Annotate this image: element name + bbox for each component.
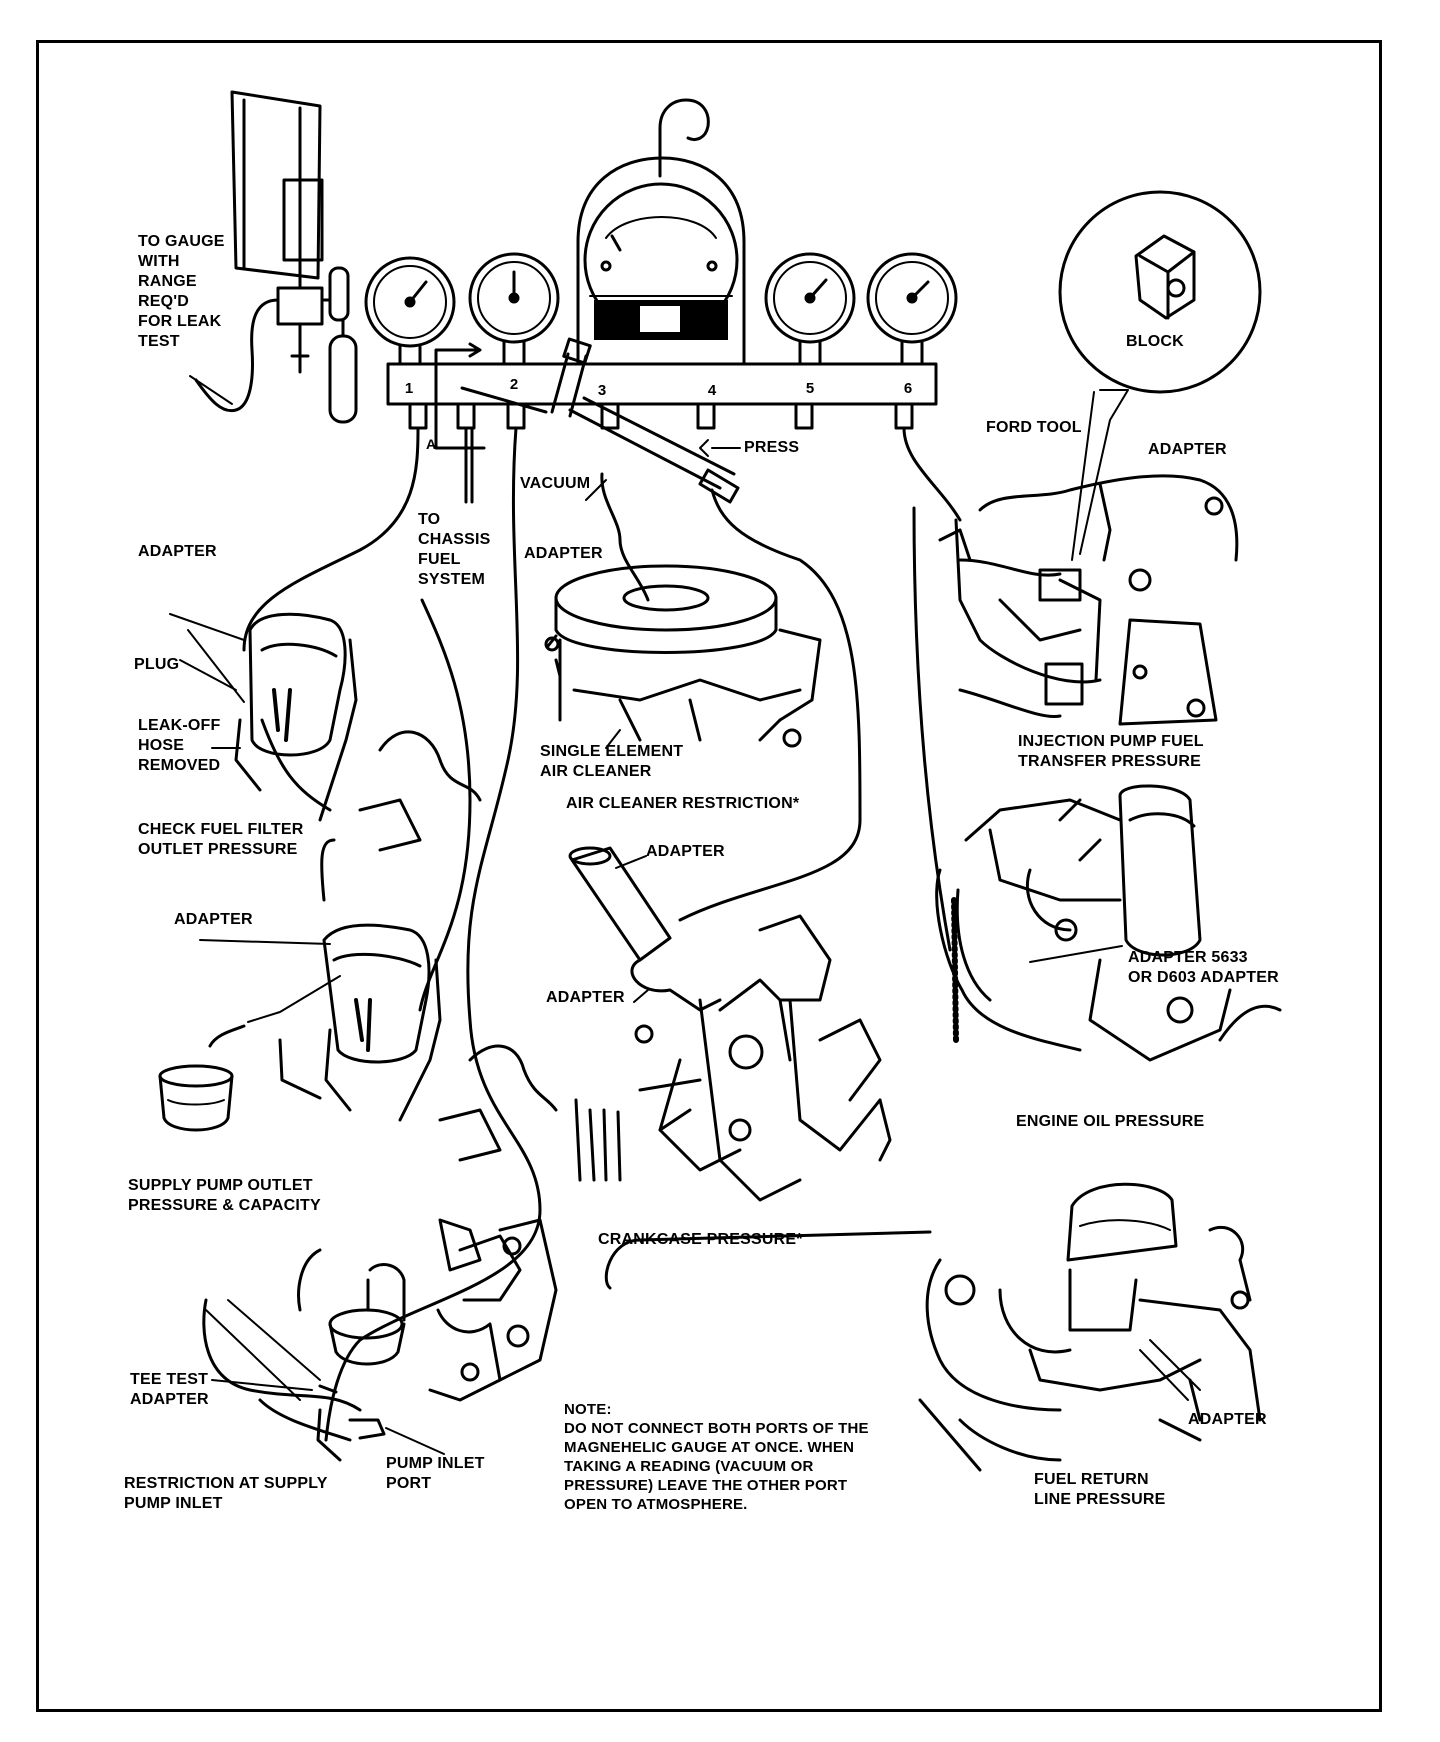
label-block: BLOCK [1126, 333, 1184, 350]
label-press: PRESS [744, 439, 800, 456]
label-tee-test: TEE TEST ADAPTER [130, 1371, 209, 1408]
port-5: 5 [806, 380, 814, 397]
supply-pump-outlet-illustration [158, 923, 558, 1162]
caption-restriction-supply: RESTRICTION AT SUPPLY PUMP INLET [124, 1475, 328, 1512]
label-adapter-crank-top: ADAPTER [646, 843, 725, 860]
label-vacuum: VACUUM [520, 475, 591, 492]
caption-injection-pump: INJECTION PUMP FUEL TRANSFER PRESSURE [1018, 733, 1204, 770]
label-adapter-air: ADAPTER [524, 545, 603, 562]
label-adapter-injection: ADAPTER [1148, 441, 1227, 458]
port-4: 4 [708, 382, 717, 399]
label-gauge-range: TO GAUGE WITH RANGE REQ'D FOR LEAK TEST [138, 233, 225, 350]
crankcase-illustration [568, 846, 892, 1202]
fuel-return-illustration [918, 1182, 1262, 1472]
label-adapter-supply: ADAPTER [174, 911, 253, 928]
label-adapter-5633: ADAPTER 5633 OR D603 ADAPTER [1128, 949, 1279, 986]
label-leak-off: LEAK-OFF HOSE REMOVED [138, 717, 221, 774]
label-pump-inlet-port: PUMP INLET PORT [386, 1455, 485, 1492]
label-plug: PLUG [134, 656, 180, 673]
caption-fuel-return: FUEL RETURN LINE PRESSURE [1034, 1471, 1166, 1508]
caption-engine-oil: ENGINE OIL PRESSURE [1016, 1113, 1205, 1130]
port-1: 1 [405, 380, 413, 397]
caption-supply-pump-outlet: SUPPLY PUMP OUTLET PRESSURE & CAPACITY [128, 1177, 321, 1214]
label-a-marker: A [426, 436, 437, 452]
caption-check-fuel-filter: CHECK FUEL FILTER OUTLET PRESSURE [138, 821, 304, 858]
label-to-chassis: TO CHASSIS FUEL SYSTEM [418, 511, 491, 588]
injection-pump-illustration [938, 190, 1262, 726]
leader-lines [585, 439, 1189, 1401]
fuel-filter-illustration [169, 612, 482, 852]
label-adapter-return: ADAPTER [1188, 1411, 1267, 1428]
label-single-element: SINGLE ELEMENT AIR CLEANER [540, 743, 684, 780]
note-block: NOTE: DO NOT CONNECT BOTH PORTS OF THE M… [564, 1401, 869, 1513]
port-3: 3 [598, 382, 606, 399]
engine-oil-illustration [935, 784, 1282, 1062]
gauge-manifold [364, 98, 958, 504]
leak-test-gauge [189, 90, 358, 424]
port-2: 2 [510, 376, 518, 393]
hoses [242, 426, 962, 1442]
caption-air-cleaner-restriction: AIR CLEANER RESTRICTION* [566, 795, 800, 812]
label-adapter-filter: ADAPTER [138, 543, 217, 560]
port-6: 6 [904, 380, 912, 397]
caption-crankcase: CRANKCASE PRESSURE* [598, 1231, 803, 1248]
label-ford-tool: FORD TOOL [986, 419, 1082, 436]
air-cleaner-illustration [544, 564, 822, 748]
supply-pump-inlet-illustration [202, 1218, 558, 1462]
label-adapter-crank-side: ADAPTER [546, 989, 625, 1006]
